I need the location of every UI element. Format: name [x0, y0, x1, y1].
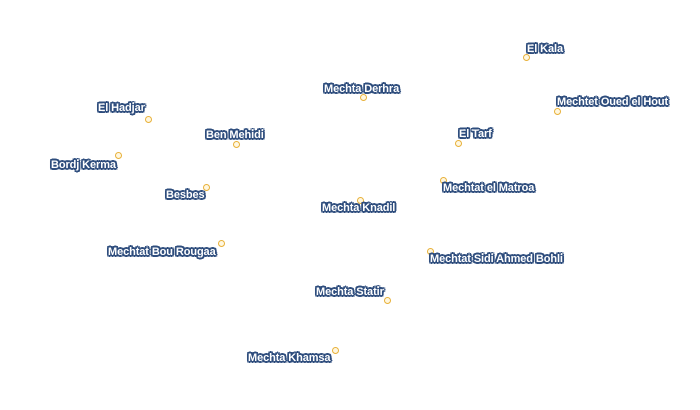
place-label: Besbes — [166, 189, 205, 201]
place-label: Mechta Derhra — [324, 83, 400, 95]
place-label: El Kala — [527, 43, 563, 55]
place-marker-icon[interactable] — [440, 177, 447, 184]
place-marker-icon[interactable] — [233, 141, 240, 148]
place-marker-icon[interactable] — [145, 116, 152, 123]
place-marker-icon[interactable] — [455, 140, 462, 147]
place-marker-icon[interactable] — [360, 94, 367, 101]
place-label: Mechta Knadil — [322, 202, 396, 214]
place-label: Mechtat Bou Rougaa — [108, 246, 216, 258]
place-marker-icon[interactable] — [554, 108, 561, 115]
place-label: Mechtet Oued el Hout — [557, 96, 669, 108]
place-marker-icon[interactable] — [427, 248, 434, 255]
place-label: Mechtat el Matroa — [443, 182, 535, 194]
place-marker-icon[interactable] — [115, 152, 122, 159]
place-label: Mechta Khamsa — [248, 352, 331, 364]
place-marker-icon[interactable] — [384, 297, 391, 304]
place-label: Mechta Statir — [316, 286, 384, 298]
place-label: Mechtat Sidi Ahmed Bohli — [430, 253, 563, 265]
place-label: Bordj Kerma — [51, 159, 116, 171]
place-marker-icon[interactable] — [203, 184, 210, 191]
place-marker-icon[interactable] — [218, 240, 225, 247]
place-marker-icon[interactable] — [357, 197, 364, 204]
place-label: El Hadjar — [98, 102, 145, 114]
place-label: Ben Mehidi — [206, 129, 264, 141]
place-label: El Tarf — [459, 128, 492, 140]
place-marker-icon[interactable] — [523, 54, 530, 61]
place-marker-icon[interactable] — [332, 347, 339, 354]
